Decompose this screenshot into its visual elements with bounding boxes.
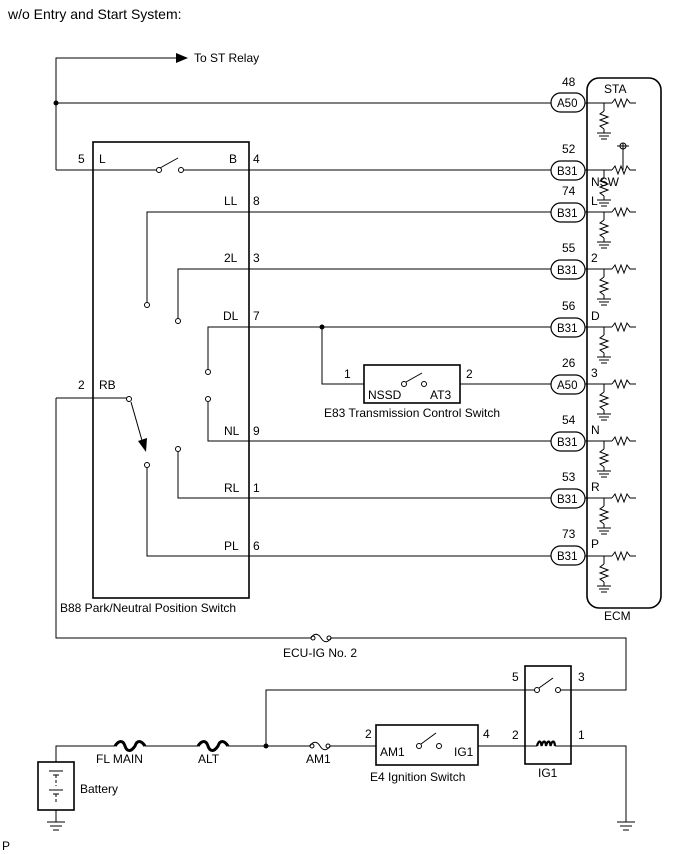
- svg-text:LL: LL: [224, 194, 238, 208]
- svg-text:A50: A50: [557, 380, 577, 392]
- park-switch-contacts: [56, 211, 249, 557]
- ecu-ig-fuse-label: ECU-IG No. 2: [283, 646, 357, 660]
- svg-text:55: 55: [562, 241, 576, 255]
- svg-text:48: 48: [562, 75, 576, 89]
- st-relay-branch: To ST Relay: [53, 51, 551, 171]
- svg-text:54: 54: [562, 413, 576, 427]
- svg-text:1: 1: [253, 481, 260, 495]
- svg-text:4: 4: [253, 152, 260, 166]
- ecm-box: [586, 77, 662, 609]
- svg-text:1: 1: [578, 728, 585, 742]
- svg-text:9: 9: [253, 424, 260, 438]
- svg-text:DL: DL: [223, 309, 239, 323]
- svg-text:NSSD: NSSD: [368, 388, 402, 402]
- svg-text:3: 3: [578, 670, 585, 684]
- svg-text:PL: PL: [224, 539, 239, 553]
- svg-text:B31: B31: [557, 208, 577, 220]
- battery-label: Battery: [80, 782, 118, 796]
- ig1-relay-box: [524, 665, 572, 765]
- ecm-internal-circuits: [585, 97, 636, 593]
- svg-text:A50: A50: [557, 98, 577, 110]
- svg-text:2L: 2L: [224, 251, 238, 265]
- park-switch-contact-lb: [93, 157, 249, 173]
- svg-text:B31: B31: [557, 437, 577, 449]
- svg-text:7: 7: [253, 309, 260, 323]
- svg-text:R: R: [591, 480, 600, 494]
- power-circuit: ECU-IG No. 2 FL MAIN ALT AM1 2 4 AM1 IG1…: [37, 398, 635, 831]
- svg-text:5: 5: [512, 670, 519, 684]
- svg-text:2: 2: [466, 367, 473, 381]
- svg-text:6: 6: [253, 539, 260, 553]
- pin-5-num: 5: [78, 152, 85, 166]
- transmission-control-switch: 1 2 NSSD AT3 E83 Transmission Control Sw…: [324, 364, 500, 420]
- svg-text:3: 3: [253, 251, 260, 265]
- svg-text:B31: B31: [557, 494, 577, 506]
- svg-text:NSW: NSW: [591, 175, 620, 189]
- svg-text:26: 26: [562, 356, 576, 370]
- svg-text:52: 52: [562, 142, 576, 156]
- svg-text:B: B: [229, 152, 237, 166]
- trans-switch-label: E83 Transmission Control Switch: [324, 406, 500, 420]
- svg-text:4: 4: [483, 727, 490, 741]
- park-switch-label: B88 Park/Neutral Position Switch: [60, 601, 236, 615]
- svg-text:IG1: IG1: [454, 745, 474, 759]
- svg-text:74: 74: [562, 184, 576, 198]
- svg-text:P: P: [591, 537, 599, 551]
- relay-label: IG1: [538, 766, 558, 780]
- ecm-label: ECM: [604, 609, 631, 623]
- park-neutral-switch-box: [92, 141, 250, 599]
- ignition-switch-box: [375, 724, 479, 766]
- svg-text:2: 2: [591, 251, 598, 265]
- pin-RB-name: RB: [99, 378, 116, 392]
- svg-text:8: 8: [253, 194, 260, 208]
- alt-fuse-label: ALT: [198, 752, 220, 766]
- diagram-title: w/o Entry and Start System:: [7, 6, 182, 22]
- svg-text:L: L: [591, 194, 598, 208]
- svg-text:D: D: [591, 309, 600, 323]
- svg-text:56: 56: [562, 299, 576, 313]
- footnote: P: [2, 839, 10, 853]
- svg-text:B31: B31: [557, 166, 577, 178]
- svg-text:73: 73: [562, 527, 576, 541]
- pin-L-name: L: [99, 152, 106, 166]
- to-st-relay-label: To ST Relay: [194, 51, 259, 65]
- svg-text:B31: B31: [557, 551, 577, 563]
- svg-text:AT3: AT3: [430, 388, 451, 402]
- svg-text:N: N: [591, 423, 600, 437]
- svg-text:3: 3: [591, 366, 598, 380]
- pin-2-num: 2: [78, 378, 85, 392]
- svg-text:53: 53: [562, 470, 576, 484]
- park-switch-right-pins: B 4 LL 8 2L 3 DL 7 NL 9 RL 1 PL 6: [223, 152, 260, 553]
- ecm-connectors: 48 A50 STA 52 B31 NSW 74 B31 L 55 B31 2 …: [550, 75, 626, 566]
- ignition-switch-label: E4 Ignition Switch: [370, 770, 465, 784]
- svg-text:2: 2: [365, 727, 372, 741]
- svg-text:STA: STA: [604, 82, 626, 96]
- am1-fuse-label: AM1: [306, 752, 331, 766]
- svg-text:B31: B31: [557, 265, 577, 277]
- svg-text:AM1: AM1: [380, 745, 405, 759]
- fl-main-label: FL MAIN: [96, 752, 143, 766]
- svg-text:1: 1: [344, 367, 351, 381]
- svg-text:B31: B31: [557, 323, 577, 335]
- svg-text:NL: NL: [224, 424, 240, 438]
- svg-text:2: 2: [512, 728, 519, 742]
- wires-to-ecm: [249, 169, 551, 557]
- svg-text:RL: RL: [224, 481, 240, 495]
